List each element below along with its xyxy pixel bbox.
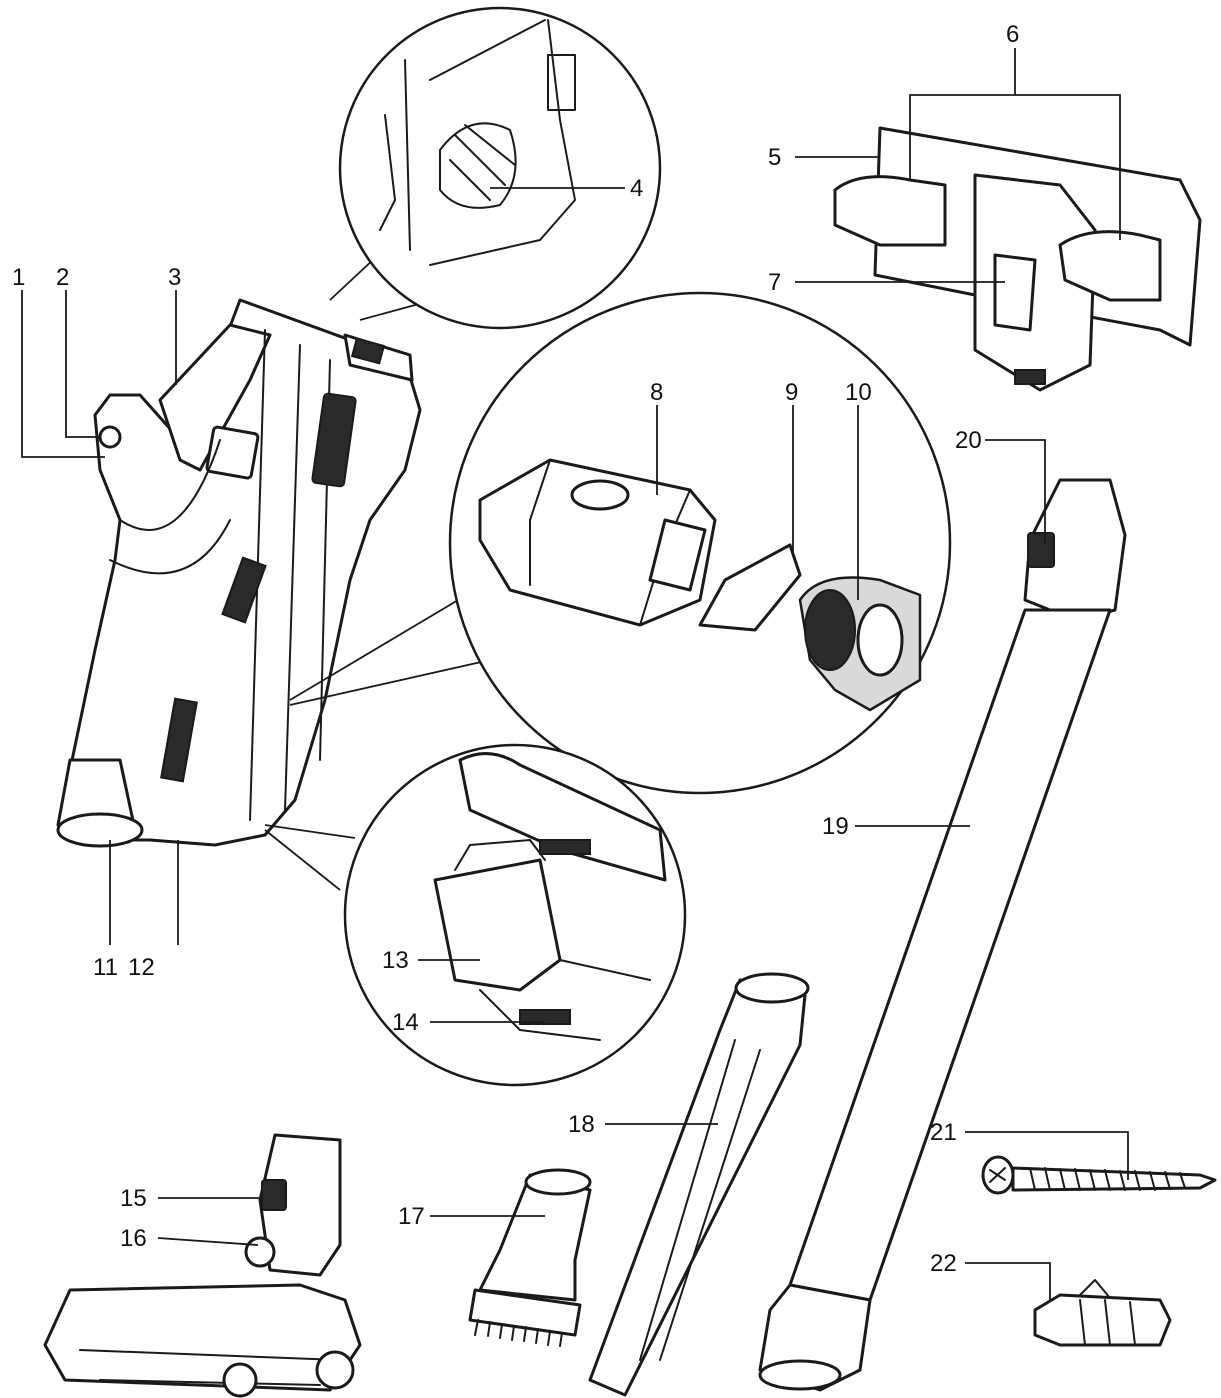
extension-tube [758, 478, 1127, 1392]
callout-13: 13 [382, 947, 409, 974]
callout-11: 11 [93, 954, 118, 981]
callout-9: 9 [785, 379, 798, 406]
callout-3: 3 [168, 264, 181, 291]
callout-19: 19 [822, 813, 849, 840]
callout-labels: 1 2 3 4 5 6 7 8 9 10 11 12 13 14 15 16 1… [12, 21, 1019, 1277]
detail-lens-top [329, 6, 662, 330]
callout-4: 4 [630, 175, 643, 202]
callout-2: 2 [56, 264, 69, 291]
leader-lines [21, 48, 1129, 1300]
callout-1: 1 [12, 264, 25, 291]
callout-10: 10 [845, 379, 872, 406]
callout-20: 20 [955, 427, 982, 454]
callout-14: 14 [392, 1009, 419, 1036]
wall-mount [833, 126, 1202, 392]
callout-6: 6 [1006, 21, 1019, 48]
callout-22: 22 [930, 1250, 957, 1277]
detail-lens-filter [289, 291, 952, 795]
detail-lens-bin [264, 743, 687, 1087]
callout-8: 8 [650, 379, 663, 406]
callout-17: 17 [398, 1203, 425, 1230]
callout-16: 16 [120, 1225, 147, 1252]
callout-12: 12 [128, 954, 155, 981]
crevice-tool [588, 972, 810, 1397]
callout-18: 18 [568, 1111, 595, 1138]
handheld-unit [56, 298, 422, 848]
floor-head [43, 1133, 362, 1398]
callout-15: 15 [120, 1185, 147, 1212]
brush-tool [468, 1168, 592, 1347]
wall-plug [1033, 1279, 1172, 1347]
callout-7: 7 [768, 269, 781, 296]
callout-21: 21 [930, 1119, 957, 1146]
callout-5: 5 [768, 144, 781, 171]
screw [981, 1155, 1217, 1195]
